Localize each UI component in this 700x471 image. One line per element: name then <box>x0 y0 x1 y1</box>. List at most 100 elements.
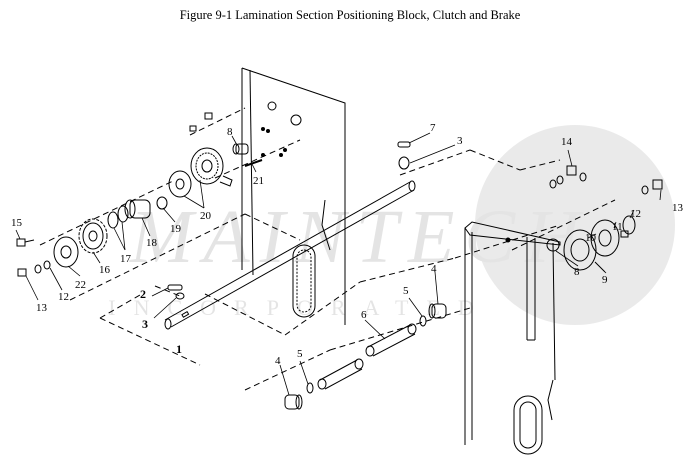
guide-line <box>244 349 331 391</box>
guide-line <box>189 107 246 136</box>
line-art <box>15 67 663 455</box>
watermark-disc <box>475 125 675 325</box>
clutch-tab <box>219 175 233 187</box>
bearing <box>117 205 129 223</box>
part-18-19-hub <box>124 196 168 219</box>
leader <box>279 364 290 396</box>
plate-cut-line <box>321 199 331 251</box>
part-22-hub <box>53 236 79 268</box>
part-12-washer <box>641 185 649 195</box>
brake-face <box>570 238 590 262</box>
center-mounting-plate <box>241 67 346 325</box>
plate-right-edge <box>552 242 556 381</box>
tube-end <box>407 323 417 335</box>
leader <box>121 221 126 251</box>
guide-line <box>329 307 471 351</box>
screw-head <box>189 125 197 132</box>
leader <box>183 195 205 209</box>
shaft-end <box>408 180 416 192</box>
plate-hole <box>266 129 270 133</box>
part-3-ring <box>175 292 185 300</box>
armature-hub <box>175 178 185 190</box>
part-13-screw-head <box>652 179 663 190</box>
leader-lines <box>15 132 662 396</box>
plate-top <box>464 221 561 246</box>
callout-15: 15 <box>11 217 23 229</box>
part-4-bushing <box>431 303 447 319</box>
leader <box>364 319 386 340</box>
leader <box>659 189 662 201</box>
washer <box>43 260 51 270</box>
callout-17: 17 <box>120 253 132 265</box>
leader <box>113 227 126 251</box>
clutch-body <box>190 147 224 185</box>
callout-5-right: 5 <box>403 285 409 297</box>
tube-end <box>317 378 327 390</box>
leader <box>162 207 176 223</box>
plate-thickness <box>249 69 254 276</box>
sprocket-bore <box>88 230 98 242</box>
part-18-spacer <box>129 199 151 219</box>
bushing-face <box>428 303 436 319</box>
tube-body <box>367 324 416 357</box>
leader <box>141 217 151 237</box>
callout-11: 11 <box>612 221 623 233</box>
leader <box>151 287 169 297</box>
sprocket-teeth <box>78 218 108 254</box>
tube-body <box>319 359 363 390</box>
screw-head <box>204 112 213 120</box>
callout-7: 7 <box>430 122 436 134</box>
callout-3: 3 <box>142 317 148 331</box>
part-2-3-key <box>167 284 185 300</box>
guide-line <box>399 149 471 176</box>
bearing <box>107 211 119 229</box>
part-5-washer <box>419 315 427 327</box>
washer <box>579 172 587 182</box>
leader <box>15 229 21 240</box>
shaft-keyway <box>181 310 190 318</box>
watermark-sub-text: INCORPORATED <box>108 295 491 320</box>
plate-hole <box>267 101 277 111</box>
plate-oval-slot <box>513 395 543 455</box>
washer <box>556 175 564 185</box>
part-10-armature <box>590 219 620 257</box>
hub-bore <box>60 245 72 259</box>
part-4-bushing <box>284 394 300 410</box>
callout-21: 21 <box>253 175 264 187</box>
callout-2: 2 <box>140 287 146 301</box>
part-callouts: 1 2 3 3 4 4 5 5 6 7 8 8 9 10 11 12 12 13… <box>11 122 684 367</box>
chain-links <box>296 249 312 313</box>
plate-cut-line <box>547 379 554 421</box>
part-14-screw-head <box>566 165 577 176</box>
part-20-clutch <box>168 147 233 198</box>
callout-4-bottom: 4 <box>275 355 281 367</box>
leader <box>231 135 238 146</box>
leader <box>587 233 597 239</box>
bushing-face <box>295 394 303 410</box>
guide-line <box>511 199 616 251</box>
plate-hole <box>261 153 265 157</box>
bushing-body <box>235 143 249 155</box>
callout-3-top: 3 <box>457 135 463 147</box>
callout-13-left: 13 <box>36 302 48 314</box>
screw-shank <box>24 239 35 243</box>
plate-hole <box>261 127 265 131</box>
part-8-bushing-right <box>546 238 560 252</box>
callout-13-right: 13 <box>672 202 684 214</box>
callout-14: 14 <box>561 136 573 148</box>
shaft-end <box>164 318 172 330</box>
callout-6: 6 <box>361 309 367 321</box>
shaft-line <box>164 181 411 321</box>
washer <box>549 179 557 189</box>
part-19-washer <box>156 196 168 210</box>
leader <box>199 179 205 209</box>
callout-4-right: 4 <box>431 263 437 275</box>
part-9-brake-body <box>563 229 597 271</box>
callout-16: 16 <box>99 264 111 276</box>
plate-hole <box>279 153 283 157</box>
leader <box>408 132 431 144</box>
leader <box>92 251 101 264</box>
chain-outer <box>292 244 316 318</box>
leader <box>49 267 63 291</box>
